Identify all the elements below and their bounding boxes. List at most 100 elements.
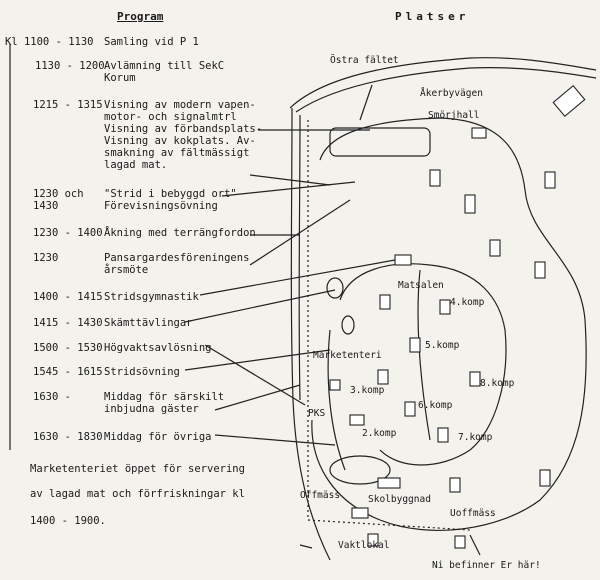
program-time: 1430 [33,200,59,212]
footer-line: av lagad mat och förfriskningar kl [30,488,245,500]
round-area [341,315,355,335]
program-text: Åkning med terrängfordon [104,227,256,239]
map-label-offmass: Offmäss [300,490,341,501]
building-icon [429,169,441,187]
building-icon [469,371,481,387]
arrow-line [249,199,351,266]
building-icon [394,254,412,266]
program-time: 1500 - 1530 [33,342,103,354]
dotted-route [307,120,471,531]
building-icon [454,535,466,549]
building-icon [489,239,501,257]
program-time: 1230 [33,252,59,264]
map-label-marketenteri: Marketenteri [313,350,382,361]
program-text: Middag för särskilt [104,391,225,403]
program-time: 1545 - 1615 [33,366,103,378]
building-icon [544,171,556,189]
program-text: smakning av fältmässigt [104,147,250,159]
arrow-line [199,259,396,296]
map-label-ni-befinner: Ni befinner Er här! [432,560,541,571]
arrow-line [184,349,331,371]
program-text: Middag för övriga [104,431,212,443]
outer-road [295,67,597,113]
program-time: 1215 - 1315 [33,99,103,111]
map-label-akerbyvagen: Åkerbyvägen [420,88,483,99]
program-text: Visning av förbandsplats- [104,123,263,135]
building-icon [539,469,551,487]
arrow-line [249,174,331,186]
program-text: Pansargardesföreningens [104,252,250,264]
building-icon [409,337,421,353]
map-label-6-komp: 6.komp [418,400,453,411]
building-icon [439,299,451,315]
map-label-uoffmass: Uoffmäss [450,508,496,519]
map-label-5-komp: 5.komp [425,340,460,351]
map-label-skolbyggnad: Skolbyggnad [368,494,431,505]
building-icon [377,369,389,385]
arrow-line [221,181,356,197]
program-time: 1130 - 1200 [35,60,105,72]
arrow-line [184,289,336,323]
map-label-smorjhall: Smörjhall [428,110,480,121]
map-label-7-komp: 7.komp [458,432,493,443]
ring-road [311,117,587,532]
program-time: 1630 - 1830 [33,431,103,443]
program-text: lagad mat. [104,159,168,171]
arrow-line [299,544,313,549]
program-text: Visning av modern vapen- [104,99,256,111]
building-icon [329,379,341,391]
buildings [329,84,586,549]
round-area [329,455,391,485]
building-icon [377,477,401,489]
outer-road [289,57,597,109]
program-text: årsmöte [104,264,149,276]
program-time: 1230 och [33,188,84,200]
program-text: Stridsgymnastik [104,291,199,303]
building-icon [404,401,416,417]
building-icon [367,533,379,547]
building-icon [379,294,391,310]
arrow-line [359,84,373,121]
map-label-ostra-faltet: Östra fältet [330,55,399,66]
program-time: Kl 1100 - 1130 [5,36,94,48]
arrow-line [214,434,336,446]
inner-road [327,329,346,471]
program-text: Korum [104,72,136,84]
program-heading: Program [117,10,164,23]
outer-road [298,114,301,401]
building-icon [349,414,365,426]
round-area [326,277,344,299]
program-text: Skämttävlingar [104,317,193,329]
field-area [329,127,431,157]
program-time: 1630 - [33,391,71,403]
building-icon [552,84,586,118]
arrow-line [204,344,306,406]
inner-road [417,269,431,441]
building-icon [471,127,487,139]
building-icon [464,194,476,214]
map-label-vaktlokal: Vaktlokal [338,540,390,551]
footer-line: 1400 - 1900. [30,515,106,527]
program-text: Stridsövning [104,366,180,378]
program-text: "Strid i bebyggd ort" [104,188,237,200]
outer-road [290,107,331,561]
building-icon [534,261,546,279]
program-text: motor- och signalmtrl [104,111,237,123]
map-label-4-komp: 4.komp [450,297,485,308]
arrow-line [469,534,481,556]
program-text: inbjudna gäster [104,403,199,415]
program-time: 1415 - 1430 [33,317,103,329]
map-label-pks: PKS [308,408,326,419]
program-text: Förevisningsövning [104,200,218,212]
program-time: 1230 - 1400 [33,227,103,239]
arrow-line [214,384,301,411]
map-label-2-komp: 2.komp [362,428,397,439]
map-label-matsalen: Matsalen [398,280,444,291]
program-time: 1400 - 1415 [33,291,103,303]
program-text: Högvaktsavlösning [104,342,212,354]
footer-line: Marketenteriet öppet för servering [30,463,245,475]
platser-heading: Platser [395,10,470,23]
program-text: Avlämning till SekC [104,60,225,72]
building-icon [351,507,369,519]
